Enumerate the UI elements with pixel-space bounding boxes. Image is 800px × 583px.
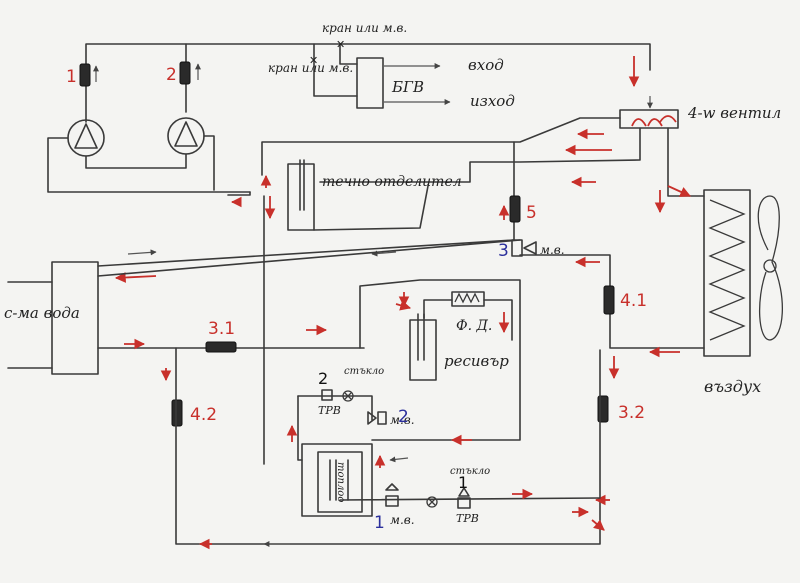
four-way-valve	[261, 56, 705, 197]
valve-top-label-1: кран или м.в.	[322, 21, 407, 35]
labels: кран или м.в. кран или м.в. БГВ вход изх…	[4, 21, 781, 527]
sight-glass-2-icon	[342, 390, 354, 402]
sight-glass-1-label: стъкло	[450, 466, 490, 477]
pump-1	[47, 63, 251, 193]
sv-1-number: 1	[374, 513, 385, 533]
trv-2-number: 2	[318, 369, 328, 388]
check-41-number: 4.1	[620, 291, 647, 311]
outlet-label: изход	[470, 92, 515, 110]
valve-cross-left: ✕	[309, 54, 318, 67]
air-coil	[519, 189, 751, 358]
number-tags: 1 2 5 3 4.1 3.1 4.2 3.2 2 2 1 1	[66, 65, 647, 533]
trv-2-label: ТРВ	[318, 404, 341, 417]
filter-dryer-box	[451, 291, 485, 307]
sv-2-number: 2	[398, 407, 409, 427]
trv-1-number: 1	[458, 473, 468, 492]
filter-dryer-label: Ф. Д.	[456, 318, 492, 334]
sv-2-label: м.в.	[390, 413, 415, 427]
receiver-label: ресивър	[444, 352, 509, 370]
sight-glass-2-label: стъкло	[344, 366, 384, 377]
trv-1-icon	[457, 497, 471, 509]
check-valve-42	[171, 399, 183, 427]
pump-2	[85, 61, 215, 191]
trv-2-icon	[321, 389, 333, 401]
check-42-number: 4.2	[190, 405, 217, 425]
sv-3-label: м.в.	[540, 243, 565, 257]
sight-glass-1-icon	[426, 496, 438, 508]
pump-1-number: 1	[66, 67, 77, 87]
plate-hx-label: топлоо	[335, 462, 346, 502]
oil-separator	[260, 159, 315, 231]
inlet-label: вход	[468, 56, 504, 74]
check-valve-41	[603, 285, 615, 315]
solenoid-2-icon	[377, 411, 387, 425]
valve-cross-top: ✕	[336, 38, 345, 51]
four-way-label: 4-w вентил	[687, 104, 781, 122]
oil-separator-label: течно отделител	[322, 174, 462, 190]
water-hx-label: с-ма вода	[4, 304, 80, 322]
pump-2-number: 2	[166, 65, 177, 85]
check-31-number: 3.1	[208, 319, 235, 339]
pump-1-valve	[79, 63, 91, 87]
check-valve-31	[205, 341, 237, 353]
fan-icon	[757, 195, 783, 341]
trv-1-label: ТРВ	[456, 512, 479, 525]
trv-1-branch	[385, 483, 471, 509]
air-label: въздух	[704, 377, 761, 396]
check-32-number: 3.2	[618, 403, 645, 423]
sv-3-number: 3	[498, 241, 509, 261]
check-5-number: 5	[526, 203, 537, 223]
solenoid-1-icon	[385, 495, 399, 507]
pump-2-valve	[179, 61, 191, 85]
trv-2-branch	[297, 389, 387, 425]
valve-top-label-2: кран или м.в.	[268, 61, 353, 75]
sv-1-label: м.в.	[390, 513, 415, 527]
receiver	[359, 279, 521, 441]
bgv-box	[356, 57, 384, 109]
bgv-label: БГВ	[391, 78, 424, 96]
branch-valve-5	[498, 195, 521, 223]
plate-heat-exchanger	[286, 395, 472, 517]
left-pipes	[97, 141, 521, 465]
solenoid-3	[511, 239, 537, 257]
